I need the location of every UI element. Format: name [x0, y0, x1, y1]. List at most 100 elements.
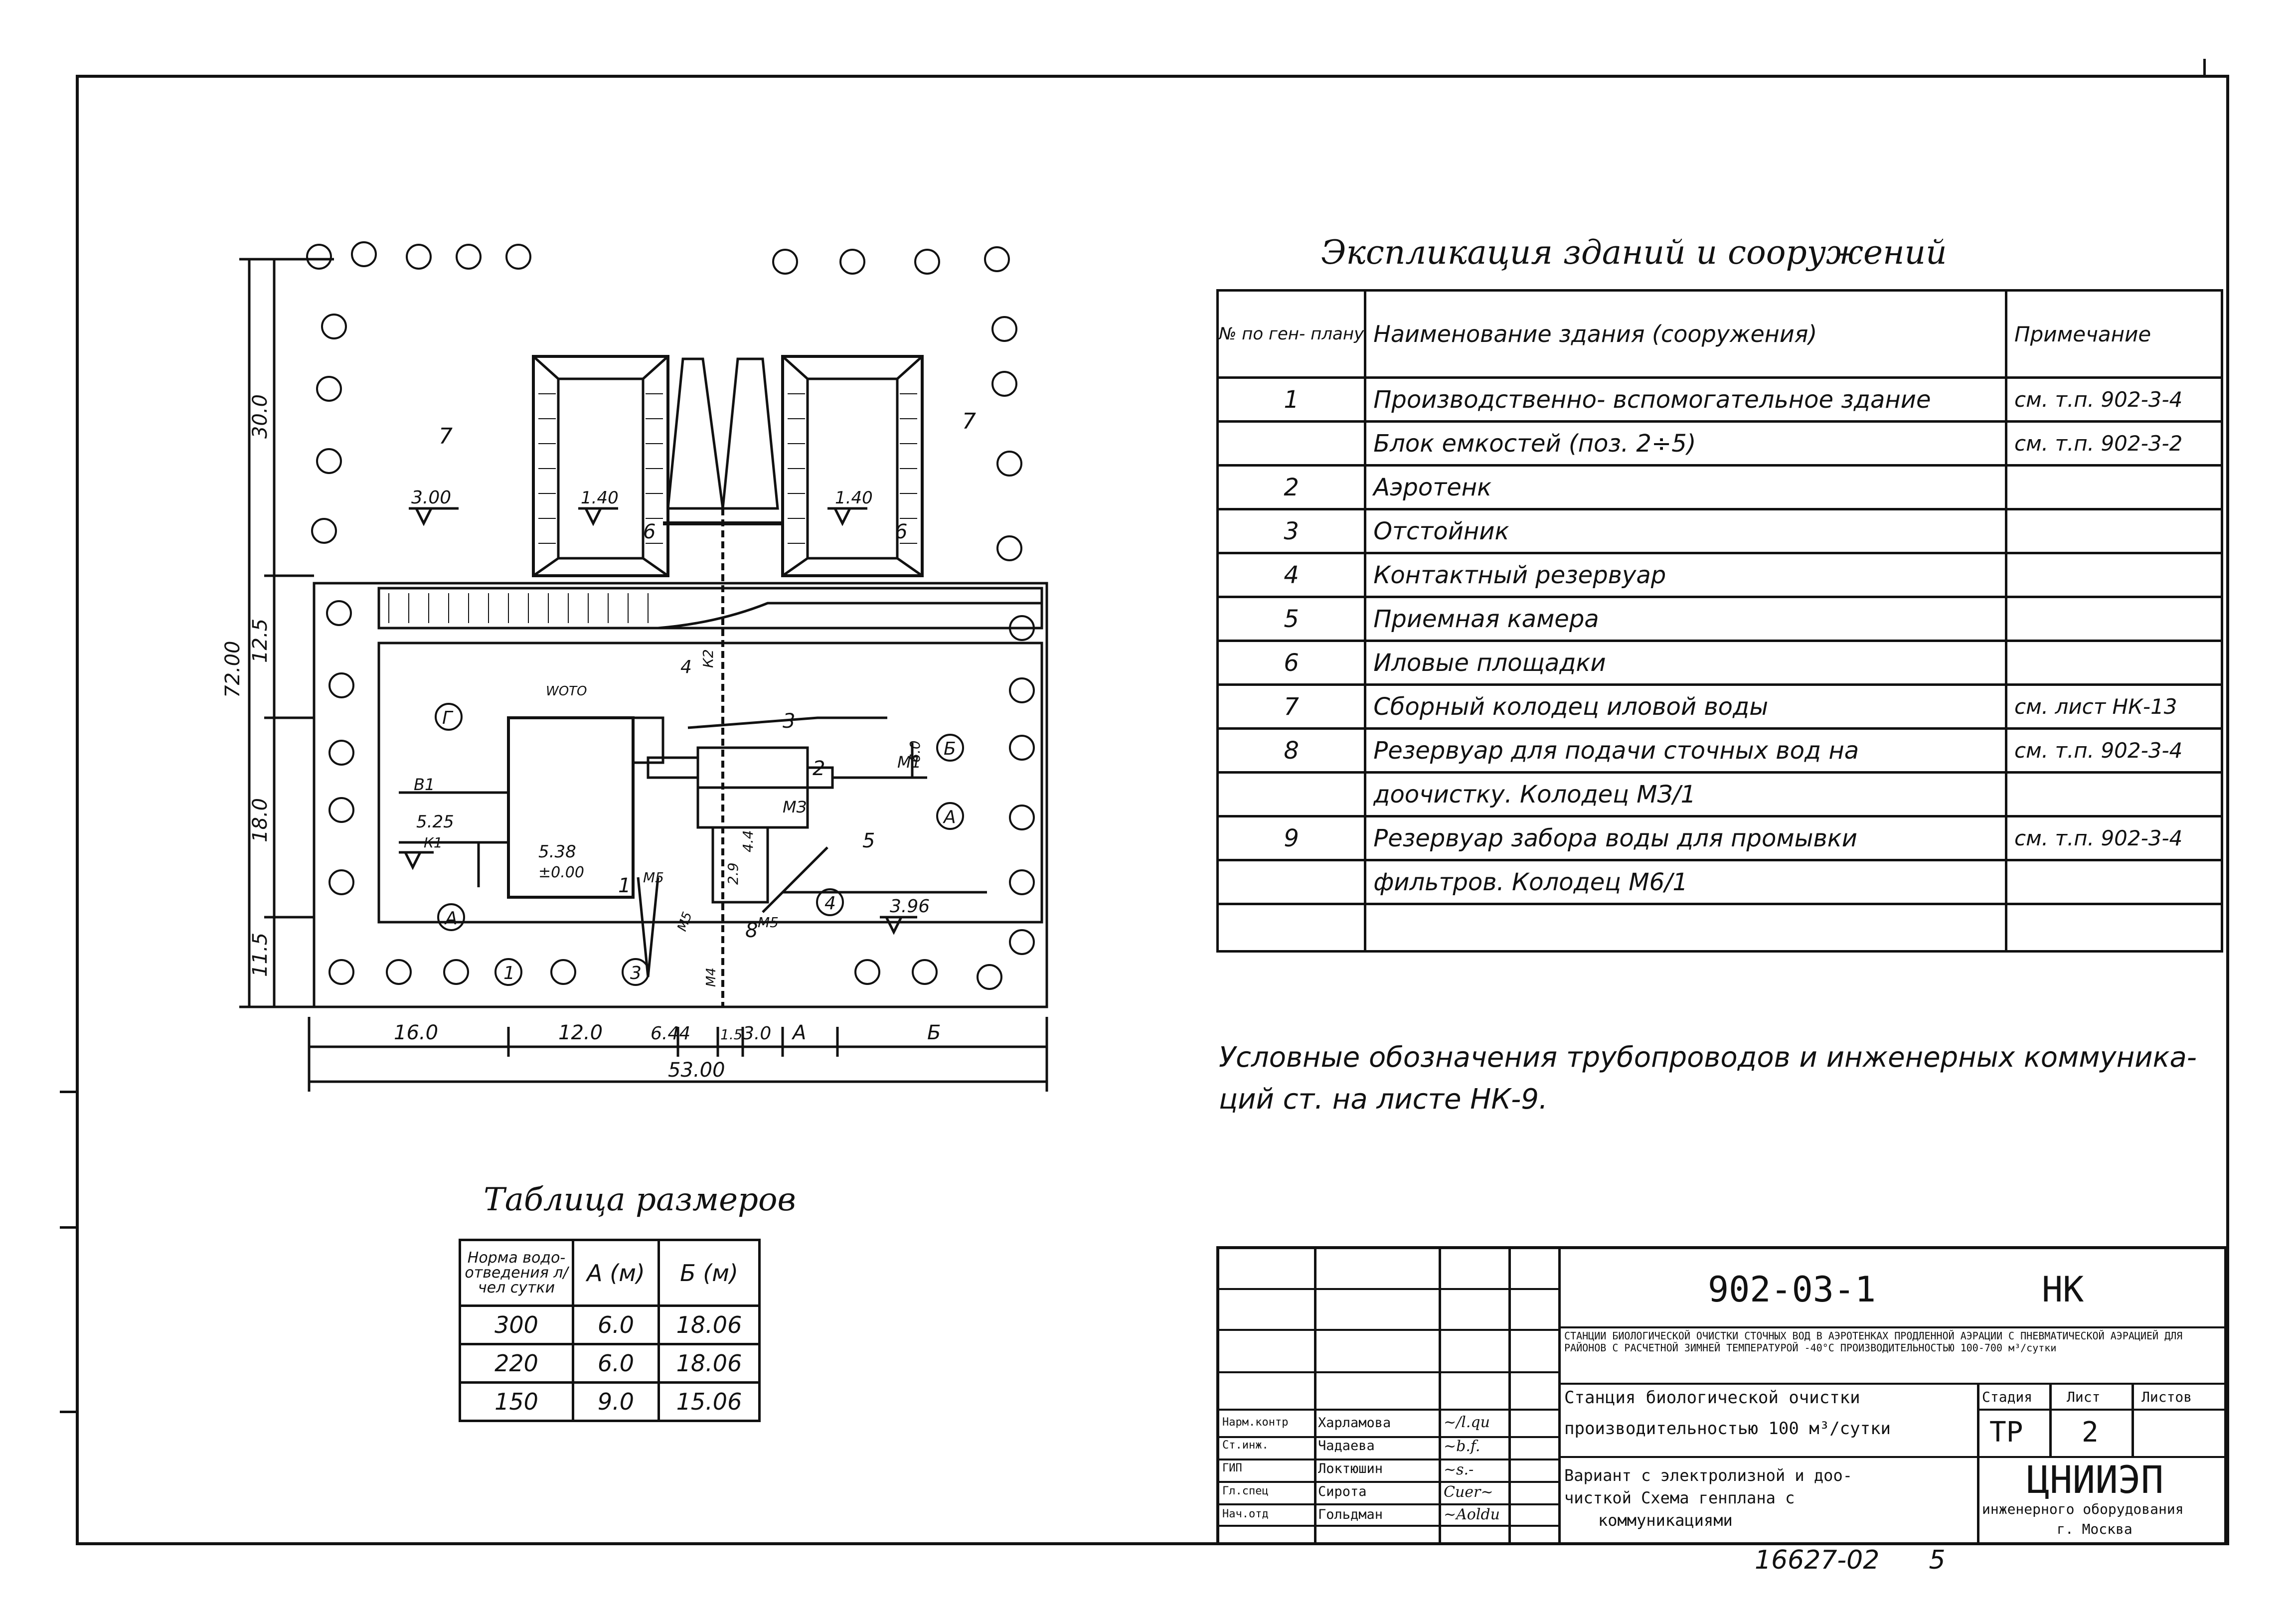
axis-label: 1: [503, 963, 515, 983]
title-block: 902-03-1 НК СТАНЦИИ БИОЛОГИЧЕСКОЙ ОЧИСТК…: [1216, 1246, 2227, 1545]
row-name: фильтров. Колодец М6/1: [1364, 859, 2007, 905]
value-label: 2.9: [725, 862, 741, 885]
header-name: Наименование здания (сооружения): [1364, 289, 2007, 379]
header-b: Б (м): [657, 1239, 761, 1307]
table-row: доочистку. Колодец МЗ/1: [1216, 771, 2223, 817]
explication-table: № по ген- плану Наименование здания (соо…: [1216, 289, 2223, 953]
row-note: [2005, 771, 2223, 817]
level-mark: 1.40: [835, 488, 873, 508]
staff-role: Гл.спец: [1222, 1485, 1269, 1497]
signature: ~/l.qu: [1444, 1414, 1490, 1431]
row-note: [2005, 552, 2223, 598]
axis-label: 3: [630, 963, 642, 983]
axis-label: А: [444, 908, 458, 929]
margin-tick: [60, 1411, 77, 1413]
level-mark: 3.96: [890, 896, 930, 917]
axis-label: 4: [824, 893, 836, 914]
level-mark: 5.25: [416, 812, 454, 832]
staff-role: Ст.инж.: [1222, 1439, 1269, 1452]
pipe-label: М1: [897, 753, 921, 772]
row-note: [2005, 508, 2223, 554]
pipe-label: М5: [674, 910, 695, 934]
level-mark: ±0.00: [538, 864, 584, 881]
stage-label: Стадия: [1982, 1389, 2033, 1405]
signature: ~b.f.: [1444, 1438, 1480, 1455]
table-cell: 18.06: [657, 1343, 761, 1384]
staff-name: Локтюшин: [1318, 1461, 1383, 1476]
level-mark: 5.38: [538, 842, 576, 862]
row-name: Контактный резервуар: [1364, 552, 2007, 598]
value-label: 4.4: [740, 830, 756, 852]
site-plan-drawing: 72.00 30.0 12.5 18.0 11.5 16.0 12.0 6.44…: [221, 241, 1048, 1092]
table-row: фильтров. Колодец М6/1: [1216, 859, 2223, 905]
dim-18: 18.0: [249, 798, 272, 842]
table-cell: 18.06: [657, 1304, 761, 1345]
margin-tick: [60, 1091, 77, 1093]
row-name: доочистку. Колодец МЗ/1: [1364, 771, 2007, 817]
table-cell: 15.06: [657, 1381, 761, 1422]
organization-subtitle: инженерного оборудования: [1982, 1501, 2184, 1517]
staff-name: Чадаева: [1318, 1438, 1375, 1454]
table-row: Блок емкостей (поз. 2÷5)см. т.п. 902-3-2: [1216, 420, 2223, 467]
legend-note: Условные обозначения трубопроводов и инж…: [1219, 1041, 2197, 1116]
dim-16: 16.0: [394, 1021, 438, 1044]
table-row-empty: [1216, 903, 2223, 953]
position-number: 1: [618, 874, 631, 897]
row-name: Резервуар для подачи сточных вод на: [1364, 727, 2007, 774]
row-note: [2005, 859, 2223, 905]
staff-role: Нач.отд: [1222, 1508, 1269, 1520]
header-note: Примечание: [2005, 289, 2223, 379]
row-name: Производственно- вспомогательное здание: [1364, 376, 2007, 423]
signature: ~Aoldu: [1444, 1506, 1500, 1523]
row-note: см. т.п. 902-3-4: [2005, 376, 2223, 423]
position-number: 5: [862, 829, 875, 852]
sheet-label: Лист: [2067, 1389, 2101, 1405]
dim-6-44: 6.44: [651, 1023, 690, 1044]
row-number: [1216, 771, 1367, 817]
table-cell: 300: [459, 1304, 574, 1345]
top-tick: [2203, 59, 2206, 76]
dim-11-5: 11.5: [249, 933, 272, 977]
signature: Cuer~: [1444, 1483, 1493, 1501]
row-number: 5: [1216, 596, 1367, 642]
value-label: 6.0: [907, 740, 923, 763]
staff-name: Сирота: [1318, 1484, 1367, 1499]
row-number: 2: [1216, 464, 1367, 510]
pipe-label: В1: [414, 775, 435, 794]
position-number: 7: [962, 409, 976, 434]
row-name: Приемная камера: [1364, 596, 2007, 642]
row-note: [2005, 596, 2223, 642]
row-number: 3: [1216, 508, 1367, 554]
dim-1-5: 1.5: [720, 1026, 743, 1043]
page-number: 5: [1929, 1545, 1946, 1575]
row-name: Аэротенк: [1364, 464, 2007, 510]
sizes-table: Норма водо- отведения л/чел сутки А (м) …: [459, 1239, 761, 1422]
row-note: см. т.п. 902-3-2: [2005, 420, 2223, 467]
row-name: Иловые площадки: [1364, 640, 2007, 686]
stage-value: ТР: [1989, 1416, 2023, 1449]
dim-total-height: 72.00: [221, 641, 244, 698]
position-number: 6: [895, 520, 907, 543]
staff-name: Харламова: [1318, 1415, 1391, 1431]
header-norm: Норма водо- отведения л/чел сутки: [459, 1239, 574, 1307]
position-number: 2: [813, 757, 825, 780]
organization-name: ЦНИИЭП: [2027, 1457, 2164, 1502]
sheets-label: Листов: [2141, 1389, 2192, 1405]
row-note: см. т.п. 902-3-4: [2005, 727, 2223, 774]
row-number: 6: [1216, 640, 1367, 686]
explication-title: Экспликация зданий и сооружений: [1321, 233, 1947, 272]
table-cell: 220: [459, 1343, 574, 1384]
variant-line-3: коммуникациями: [1598, 1511, 1733, 1530]
dim-3: 3.0: [743, 1023, 771, 1044]
project-name: СТАНЦИИ БИОЛОГИЧЕСКОЙ ОЧИСТКИ СТОЧНЫХ ВО…: [1564, 1330, 2183, 1354]
